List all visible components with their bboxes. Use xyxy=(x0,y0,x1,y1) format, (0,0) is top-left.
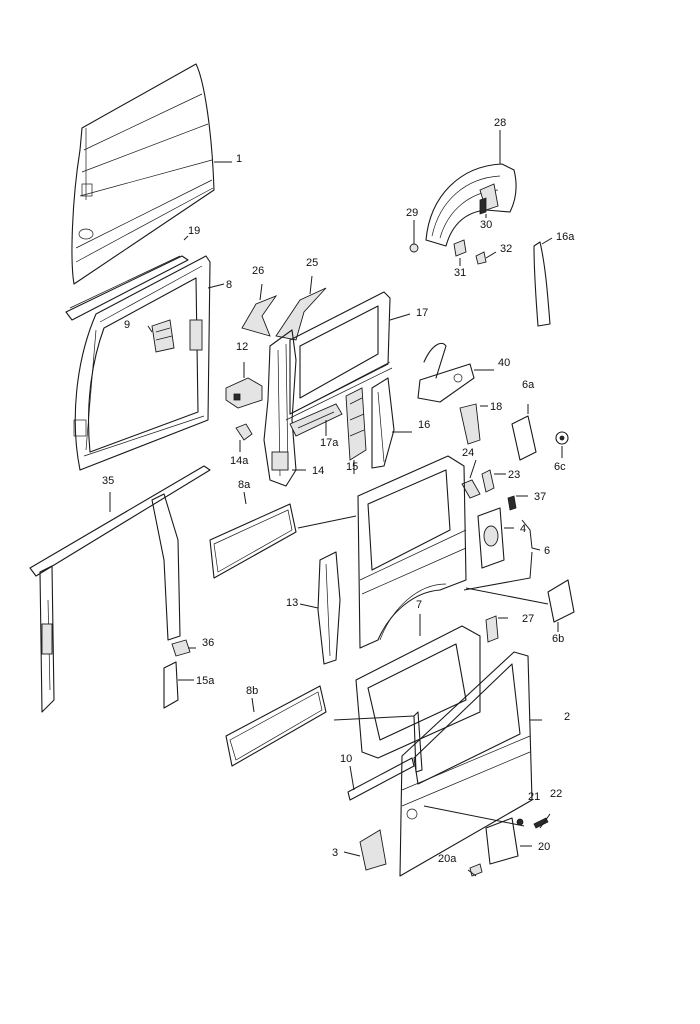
callout-13: 13 xyxy=(286,597,298,609)
callout-labels: 1 2 3 4 6 6a 6b 6c 7 8 8a 8b 9 10 12 13 … xyxy=(102,117,575,865)
part-4-filler-housing xyxy=(477,507,505,569)
part-6a-fuel-door-housing xyxy=(511,415,537,461)
part-6b-fuel-door xyxy=(547,579,575,623)
part-36-clip xyxy=(171,639,191,657)
callout-4: 4 xyxy=(520,523,526,535)
part-25-bracket xyxy=(275,287,327,341)
callout-8a: 8a xyxy=(238,479,251,491)
part-21-bolt xyxy=(516,818,524,826)
leader-lines xyxy=(109,130,563,877)
part-16a-trim xyxy=(533,241,551,327)
part-1-outer-door-panel xyxy=(71,63,215,285)
callout-20a: 20a xyxy=(438,853,457,865)
callout-12: 12 xyxy=(236,341,248,353)
part-13-pillar xyxy=(317,551,341,665)
callout-15: 15 xyxy=(346,461,358,473)
callout-6c: 6c xyxy=(554,461,566,473)
part-8a-window-glass xyxy=(209,503,297,579)
callout-14: 14 xyxy=(312,465,324,477)
callout-23: 23 xyxy=(508,469,520,481)
callout-8: 8 xyxy=(226,279,232,291)
part-15a-trim xyxy=(163,661,179,709)
part-8b-window-glass xyxy=(225,685,327,767)
callout-21: 21 xyxy=(528,791,540,803)
part-24-clip xyxy=(461,479,481,499)
callout-2: 2 xyxy=(564,711,570,723)
part-12-cap xyxy=(225,377,263,409)
callout-22: 22 xyxy=(550,788,562,800)
callout-29: 29 xyxy=(406,207,418,219)
part-28-wheel-housing xyxy=(425,163,517,247)
callout-16a: 16a xyxy=(556,231,575,243)
callout-40: 40 xyxy=(498,357,510,369)
part-15-pillar-section xyxy=(345,387,367,461)
callout-18: 18 xyxy=(490,401,502,413)
part-23-bracket xyxy=(481,469,495,493)
callout-1: 1 xyxy=(236,153,242,165)
callout-17: 17 xyxy=(416,307,428,319)
callout-20: 20 xyxy=(538,841,550,853)
part-16-pillar-section xyxy=(371,377,395,469)
callout-35: 35 xyxy=(102,475,114,487)
part-29-nut xyxy=(409,243,419,253)
part-31-clip xyxy=(453,239,467,257)
part-side-panel xyxy=(357,455,467,649)
part-22-screw xyxy=(533,817,549,829)
callout-6b: 6b xyxy=(552,633,564,645)
callout-14a: 14a xyxy=(230,455,249,467)
callout-37: 37 xyxy=(534,491,546,503)
part-10-rail xyxy=(347,711,423,801)
part-27-bracket xyxy=(485,615,499,643)
callout-9: 9 xyxy=(124,319,130,331)
callout-17a: 17a xyxy=(320,437,339,449)
part-2-sliding-door xyxy=(399,651,533,877)
part-7-door-frame xyxy=(355,625,481,759)
part-37-clip xyxy=(507,495,517,511)
part-17-window-frame xyxy=(285,291,393,421)
part-18-bracket xyxy=(459,403,481,445)
callout-25: 25 xyxy=(306,257,318,269)
callout-36: 36 xyxy=(202,637,214,649)
callout-8b: 8b xyxy=(246,685,258,697)
part-17a-crossmember xyxy=(289,403,343,437)
part-40-bracket-assembly xyxy=(417,342,475,403)
part-6c-screw xyxy=(555,431,569,445)
callout-27: 27 xyxy=(522,613,534,625)
part-26-bracket xyxy=(241,295,278,337)
callout-26: 26 xyxy=(252,265,264,277)
callout-24: 24 xyxy=(462,447,474,459)
callout-6a: 6a xyxy=(522,379,535,391)
part-30-screw xyxy=(479,197,487,215)
callout-31: 31 xyxy=(454,267,466,279)
part-3-bracket xyxy=(359,829,387,871)
part-14a-clip xyxy=(235,423,253,441)
callout-10: 10 xyxy=(340,753,352,765)
part-32-clip xyxy=(475,251,487,265)
part-35-roof-rail xyxy=(29,465,211,713)
callout-15a: 15a xyxy=(196,675,215,687)
callout-30: 30 xyxy=(480,219,492,231)
callout-16: 16 xyxy=(418,419,430,431)
callout-19: 19 xyxy=(188,225,200,237)
part-19-trim-strip xyxy=(65,255,189,321)
callout-6: 6 xyxy=(544,545,550,557)
part-20a-clip xyxy=(469,863,483,877)
part-20-cover xyxy=(485,817,519,865)
part-9-latch-bracket xyxy=(151,319,175,353)
part-8-door-frame xyxy=(73,255,211,471)
callout-32: 32 xyxy=(500,243,512,255)
callout-7: 7 xyxy=(416,599,422,611)
callout-3: 3 xyxy=(332,847,338,859)
part-14-pillar xyxy=(263,329,297,487)
callout-28: 28 xyxy=(494,117,506,129)
